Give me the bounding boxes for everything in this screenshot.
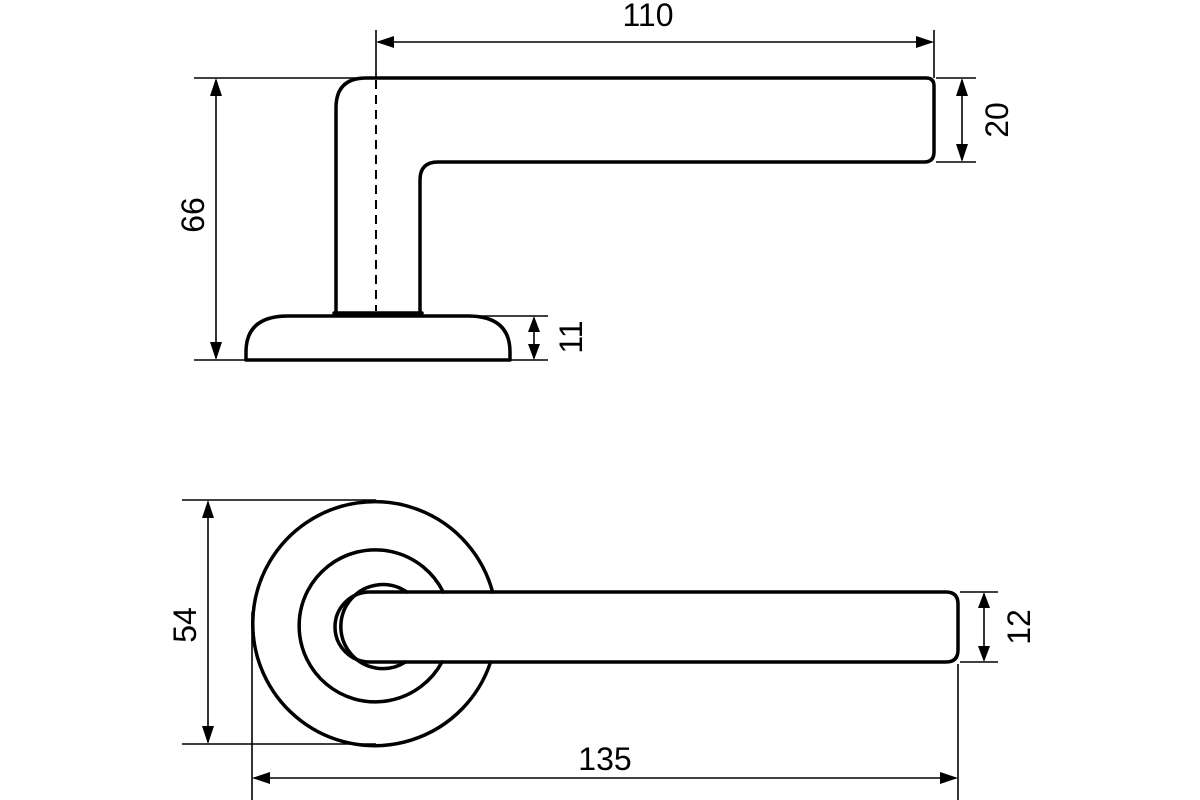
dim-label-11: 11: [553, 320, 589, 353]
dim-66: 66: [175, 77, 374, 361]
dim-12: 12: [960, 591, 1037, 663]
dim-label-110: 110: [622, 0, 673, 33]
top-rose-outer-circle: [251, 499, 495, 748]
dim-20: 20: [936, 77, 1015, 163]
dim-11: 11: [470, 315, 589, 361]
dim-label-54: 54: [167, 607, 203, 643]
dim-135: 135: [251, 612, 959, 800]
top-spindle-ring: [339, 582, 409, 671]
top-view: 54 12 135: [167, 499, 1037, 800]
side-view: 110 20 66 11: [175, 0, 1015, 362]
side-rose-outline: [244, 314, 512, 362]
dim-label-12: 12: [1001, 609, 1037, 645]
dim-110: 110: [375, 0, 935, 78]
dim-54: 54: [167, 499, 376, 745]
side-lever-outline: [334, 76, 936, 314]
dim-label-20: 20: [979, 102, 1015, 138]
top-lever-outline: [333, 590, 960, 664]
dim-label-66: 66: [175, 197, 211, 233]
top-rose-inner-ring: [297, 548, 445, 704]
dim-label-135: 135: [578, 741, 631, 777]
